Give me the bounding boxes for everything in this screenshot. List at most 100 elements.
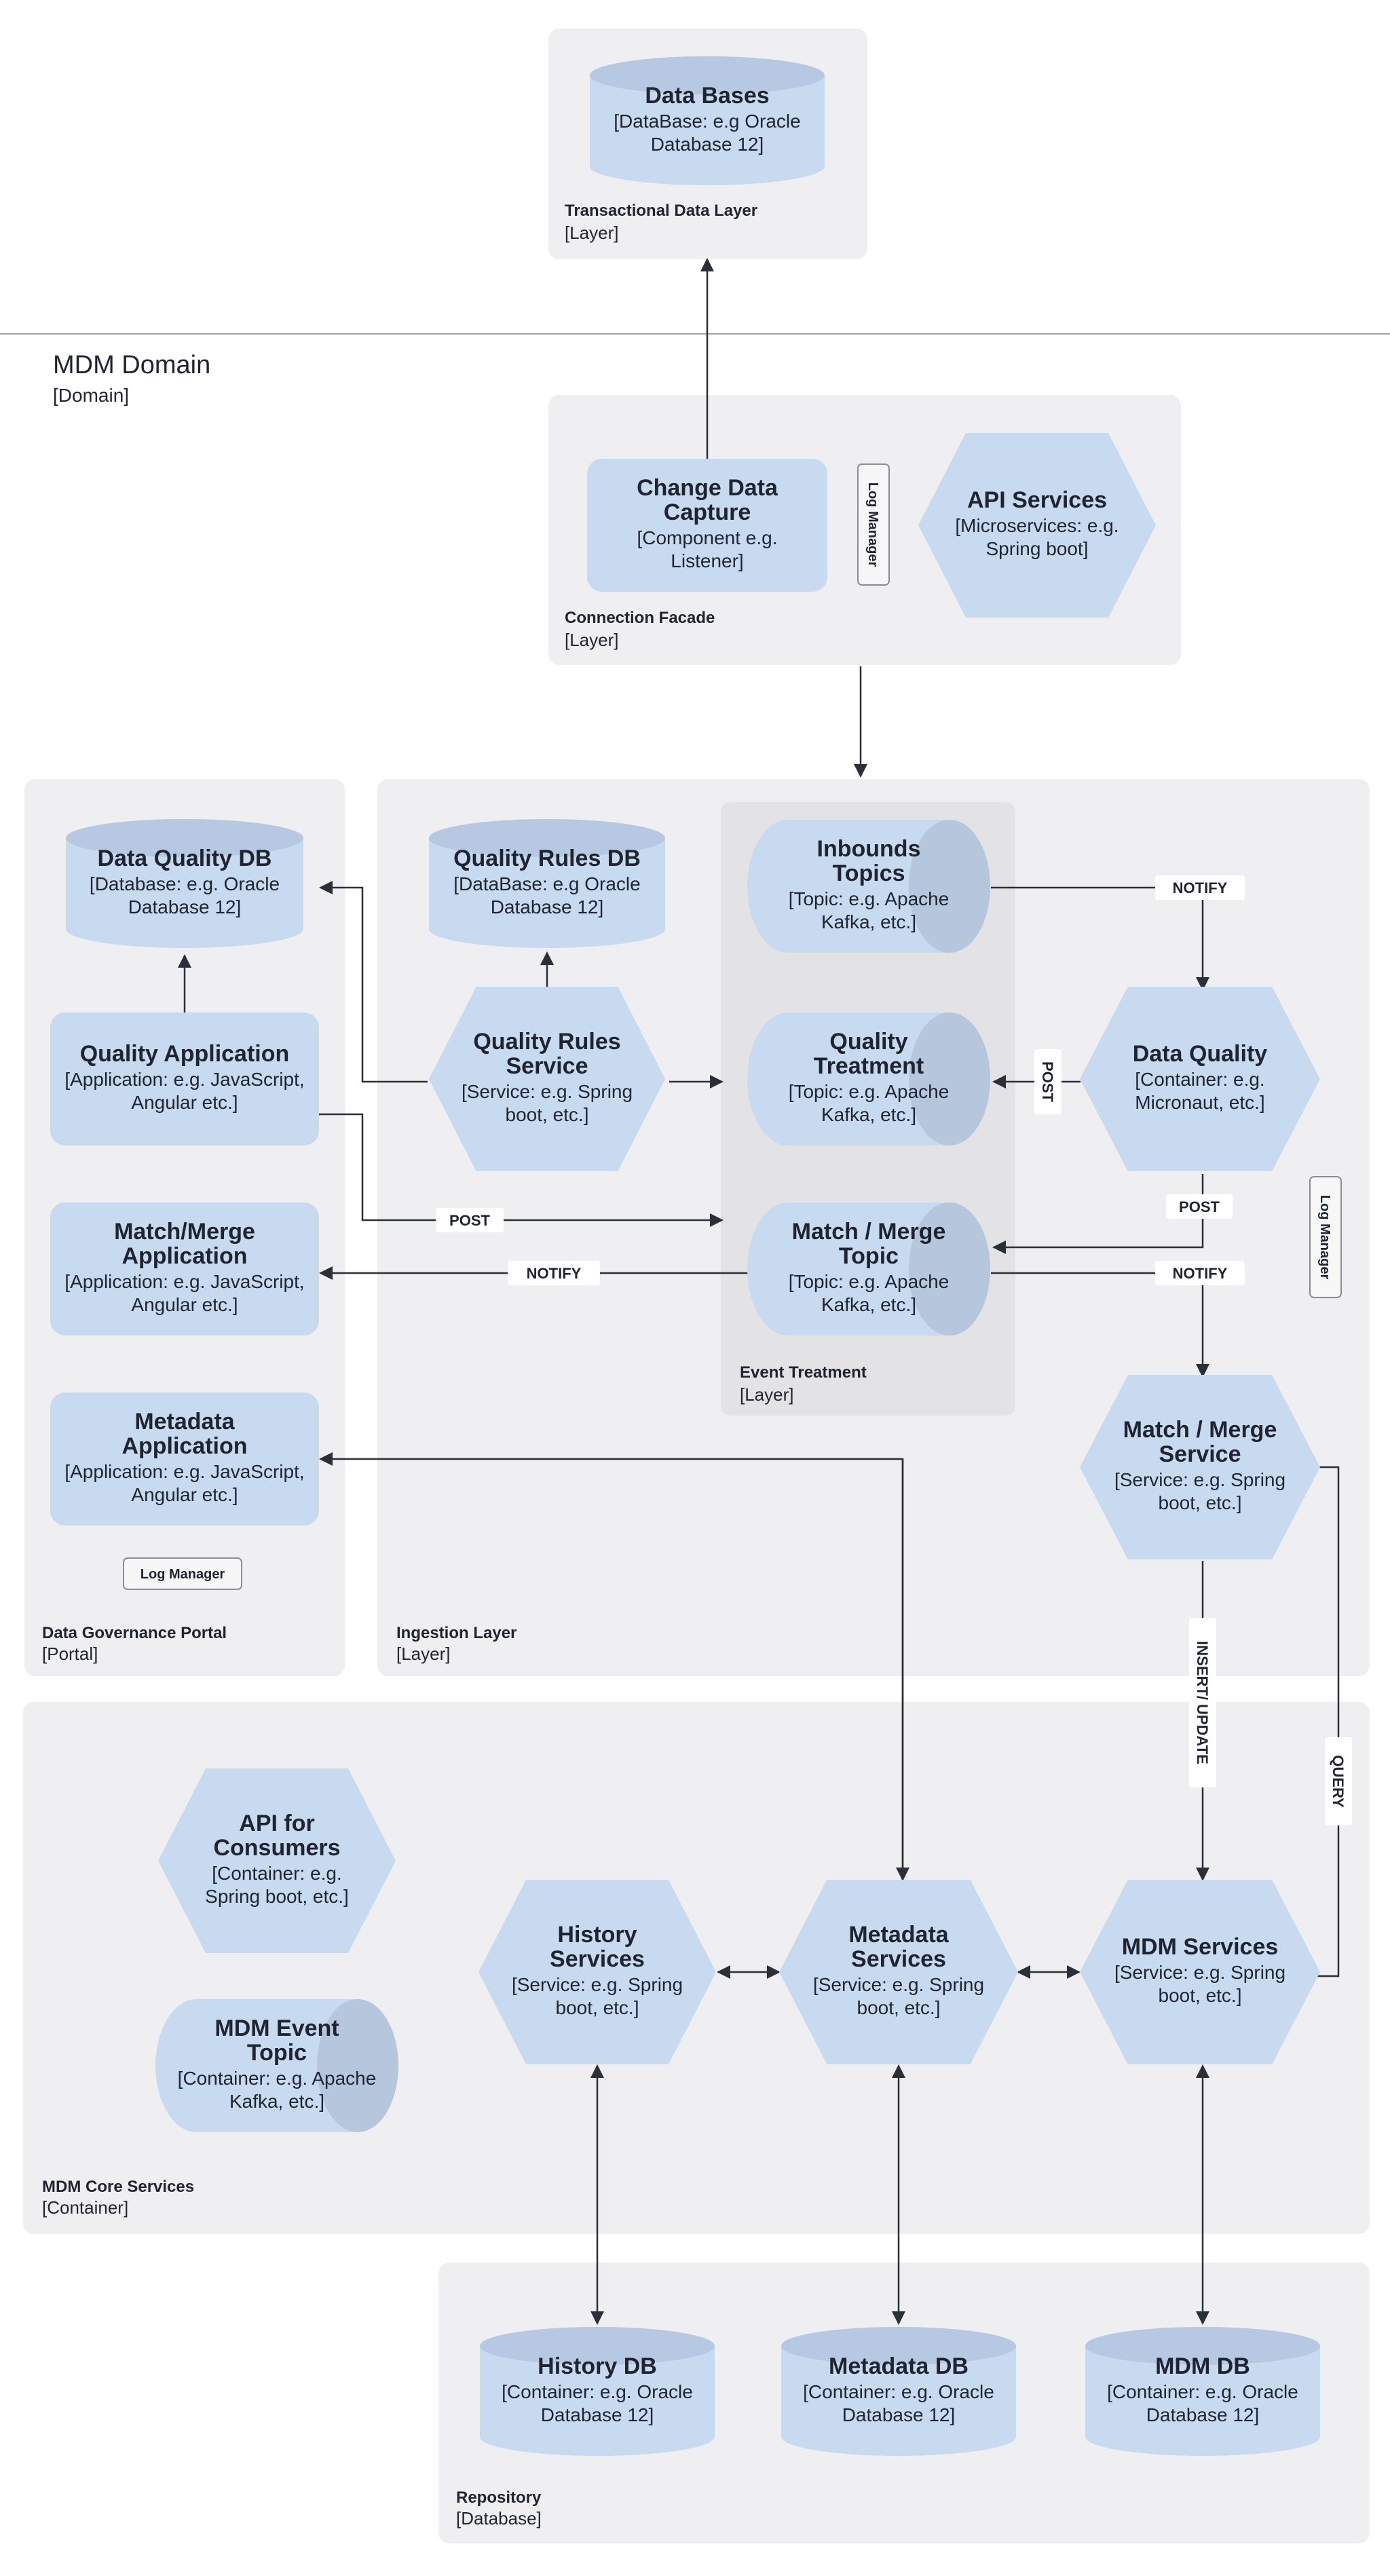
node-title: Data Bases xyxy=(645,83,769,109)
svg-text:Log Manager: Log Manager xyxy=(140,1567,225,1582)
node-title: Match / Merge xyxy=(1123,1417,1277,1443)
governance-layer-title: Data Governance Portal xyxy=(42,1624,227,1642)
node-title: Application xyxy=(121,1433,247,1459)
node-description: Angular etc.] xyxy=(131,1294,238,1315)
edge-label-post-mm-topic: POST xyxy=(1166,1194,1233,1219)
governance-layer-type: [Portal] xyxy=(42,1644,98,1664)
node-description: [Container: e.g. Oracle xyxy=(803,2381,994,2402)
node-description: Angular etc.] xyxy=(131,1484,238,1505)
node-description: Database 12] xyxy=(128,896,242,917)
dq-db-node: Data Quality DB[Database: e.g. OracleDat… xyxy=(66,819,303,948)
node-shape xyxy=(1080,1375,1320,1559)
node-description: Micronaut, etc.] xyxy=(1135,1092,1264,1113)
node-title: Service xyxy=(1159,1441,1241,1467)
databases-node: Data Bases[DataBase: e.g OracleDatabase … xyxy=(590,56,825,185)
node-title: Capture xyxy=(664,499,751,525)
node-shape xyxy=(779,1880,1018,2064)
node-shape xyxy=(50,1393,319,1526)
node-shape xyxy=(587,459,827,592)
node-title: Consumers xyxy=(213,1835,340,1861)
node-title: Topic xyxy=(247,2040,307,2066)
core-layer-title: MDM Core Services xyxy=(42,2178,194,2196)
node-description: boot, etc.] xyxy=(556,1997,639,2018)
node-description: boot, etc.] xyxy=(506,1104,589,1125)
ingestion-layer-title: Ingestion Layer xyxy=(396,1624,516,1642)
node-description: [Service: e.g. Spring xyxy=(1114,1962,1285,1983)
cylinder-end xyxy=(317,1999,398,2132)
node-title: API Services xyxy=(967,487,1107,513)
node-description: [Topic: e.g. Apache xyxy=(789,888,950,909)
cylinder-end xyxy=(909,1012,990,1145)
node-title: Treatment xyxy=(814,1053,924,1079)
svg-text:NOTIFY: NOTIFY xyxy=(1173,1265,1228,1282)
node-description: [Container: e.g. xyxy=(1135,1069,1264,1090)
core-layer-type: [Container] xyxy=(42,2197,128,2218)
node-title: MDM Event xyxy=(214,2015,339,2041)
node-title: History xyxy=(557,1922,637,1948)
node-title: Data Quality xyxy=(1133,1041,1267,1067)
svg-text:Log Manager: Log Manager xyxy=(865,482,880,567)
node-title: Match / Merge xyxy=(792,1219,946,1245)
node-title: Data Quality DB xyxy=(98,846,272,871)
svg-text:QUERY: QUERY xyxy=(1330,1755,1347,1808)
cylinder-top xyxy=(1085,2327,1320,2365)
node-description: Angular etc.] xyxy=(131,1092,238,1113)
node-description: Database 12] xyxy=(541,2404,654,2425)
nodes: Data Bases[DataBase: e.g OracleDatabase … xyxy=(50,56,1320,2456)
cylinder-top xyxy=(480,2327,715,2365)
metadata-db-node: Metadata DB[Container: e.g. OracleDataba… xyxy=(781,2327,1016,2456)
node-description: Kafka, etc.] xyxy=(821,911,916,932)
node-description: [Topic: e.g. Apache xyxy=(789,1081,950,1102)
edge-label-post-quality-app: POST xyxy=(436,1208,504,1232)
edge-label-query: QUERY xyxy=(1325,1737,1352,1825)
data-quality-node: Data Quality[Container: e.g.Micronaut, e… xyxy=(1080,987,1320,1171)
node-title: Quality Rules xyxy=(473,1029,620,1055)
node-description: [Container: e.g. xyxy=(212,1863,341,1884)
edge-label-notify-mm-service: NOTIFY xyxy=(1155,1261,1245,1285)
node-title: API for xyxy=(239,1811,314,1836)
node-description: [Application: e.g. JavaScript, xyxy=(64,1069,304,1090)
log-manager-badge-portal: Log Manager xyxy=(123,1557,242,1590)
node-description: [Service: e.g. Spring xyxy=(462,1081,633,1102)
log-manager-badge-connection: Log Manager xyxy=(857,463,890,586)
node-description: Database 12] xyxy=(651,134,764,155)
node-description: Database 12] xyxy=(842,2404,956,2425)
node-title: MDM DB xyxy=(1155,2353,1250,2379)
node-description: [Microservices: e.g. xyxy=(955,515,1119,536)
repository-layer-title: Repository xyxy=(456,2488,542,2507)
node-title: Match/Merge xyxy=(114,1219,255,1245)
edge-label-notify-inbound: NOTIFY xyxy=(1155,875,1245,900)
node-title: Quality xyxy=(829,1029,907,1055)
node-description: Listener] xyxy=(671,550,743,571)
node-description: [Service: e.g. Spring xyxy=(512,1974,683,1995)
node-description: boot, etc.] xyxy=(1159,1492,1242,1513)
domain-title: MDM Domain xyxy=(53,351,210,379)
transactional-layer-title: Transactional Data Layer xyxy=(565,202,757,220)
svg-text:NOTIFY: NOTIFY xyxy=(527,1265,582,1282)
svg-text:NOTIFY: NOTIFY xyxy=(1173,879,1228,896)
log-manager-badge-ingestion: Log Manager xyxy=(1309,1176,1342,1298)
cylinder-top xyxy=(429,819,665,857)
node-description: [Service: e.g. Spring xyxy=(1114,1469,1285,1490)
node-description: Database 12] xyxy=(491,896,604,917)
node-description: Kafka, etc.] xyxy=(821,1294,916,1315)
node-description: [DataBase: e.g Oracle xyxy=(614,111,800,132)
node-description: boot, etc.] xyxy=(857,1997,941,2018)
node-title: Change Data xyxy=(637,475,778,501)
cylinder-end xyxy=(909,820,990,953)
repository-layer-type: [Database] xyxy=(456,2508,542,2528)
node-shape xyxy=(429,987,665,1171)
node-title: Topics xyxy=(832,860,905,886)
